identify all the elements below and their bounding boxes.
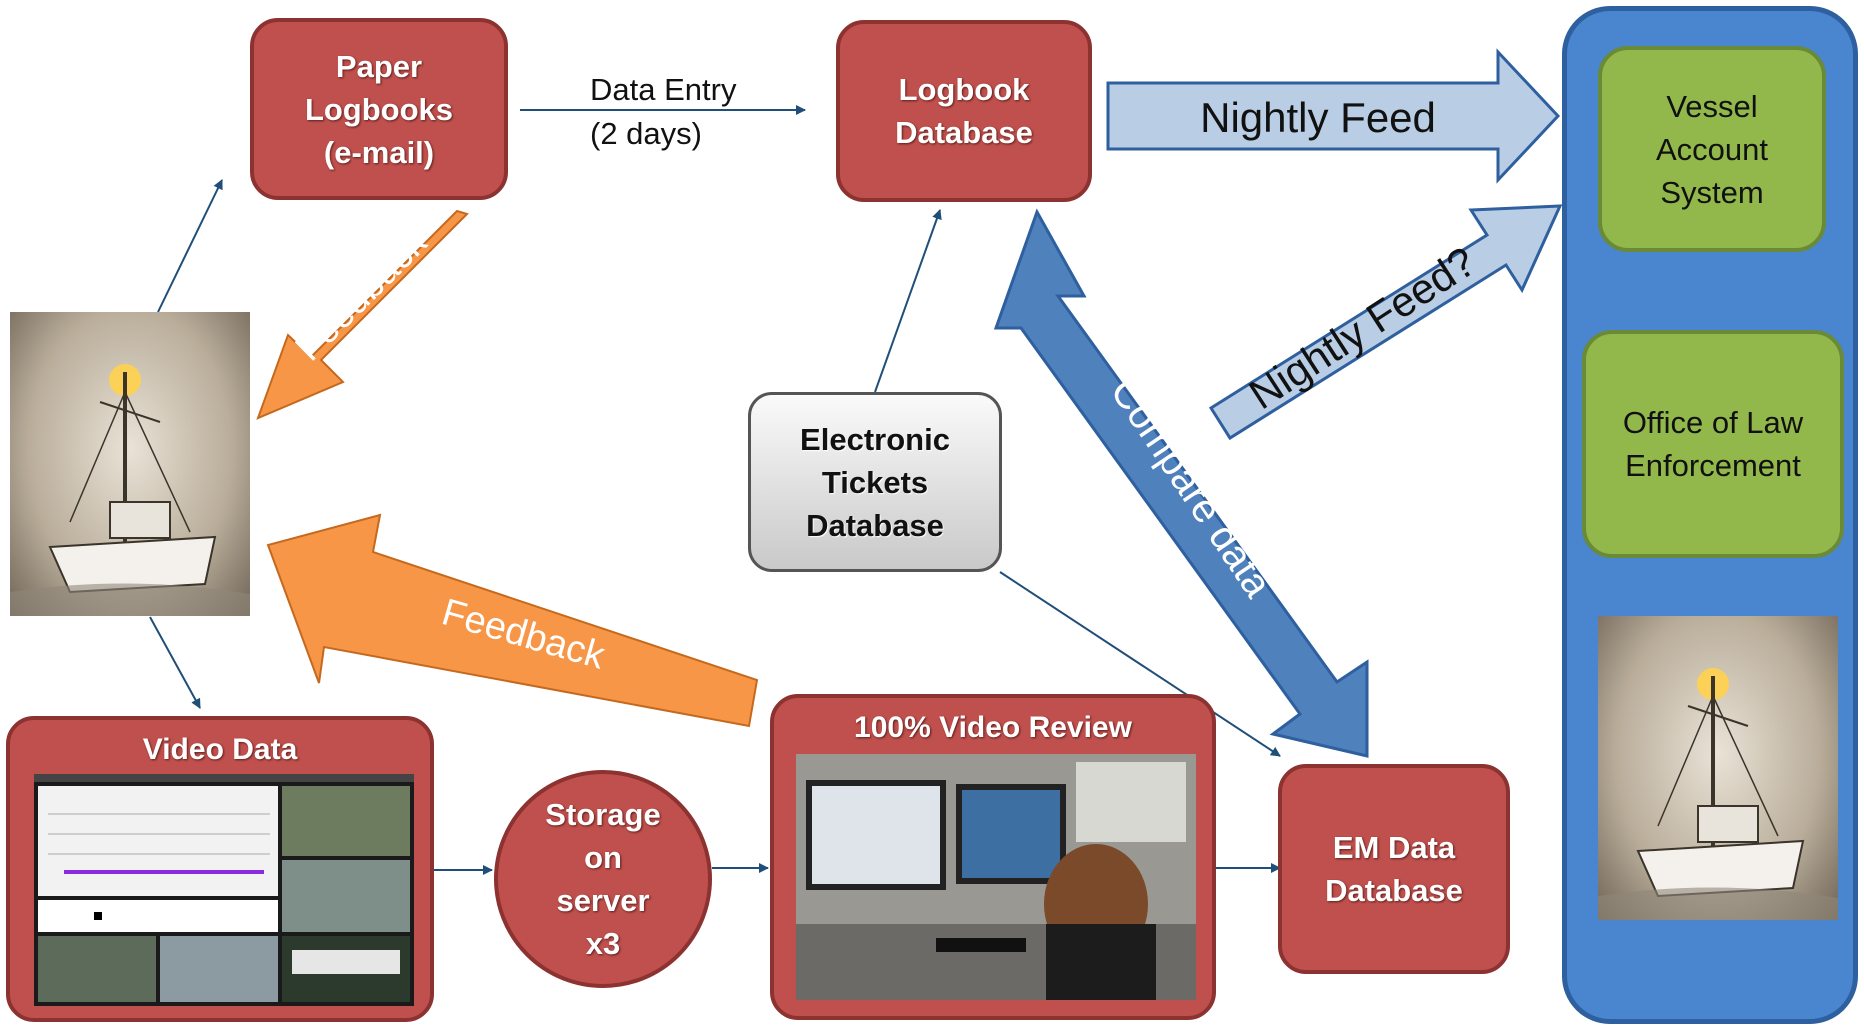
connector-tickets-to-logbook [874, 209, 942, 393]
video-data-title: Video Data [142, 733, 298, 766]
em-data-database-box: EM Data Database [1278, 764, 1510, 974]
paper-logbooks-box: Paper Logbooks (e-mail) [250, 18, 508, 200]
boat-photo [10, 312, 250, 616]
compare-data-arrow [993, 208, 1369, 758]
connector-tickets-to-em [999, 571, 1281, 757]
connector-boat-to-video [149, 616, 201, 709]
feedback-top-label: Feedback [288, 221, 436, 369]
nightly-feed-arrow [1106, 48, 1561, 184]
boat-photo-panel [1598, 616, 1838, 920]
nightly-feed-label: Nightly Feed [1200, 94, 1436, 141]
law-enforcement-box: Office of Law Enforcement [1582, 330, 1844, 558]
video-reviewer-photo [796, 754, 1196, 1000]
video-review-frame: 100% Video Review [770, 694, 1216, 1020]
video-review-title: 100% Video Review [854, 711, 1132, 744]
storage-server-box: Storage on server x3 [494, 770, 712, 988]
vessel-account-system-box: Vessel Account System [1598, 46, 1826, 252]
feedback-bottom-arrow [266, 513, 759, 728]
connector-boat-to-paper [157, 179, 223, 313]
feedback-top-arrow [256, 209, 469, 420]
data-entry-label: Data Entry (2 days) [590, 72, 737, 151]
nightly-feed-question-label: Nightly Feed? [1241, 238, 1484, 419]
electronic-tickets-database-box: Electronic Tickets Database [748, 392, 1002, 572]
nightly-feed-question-arrow [1208, 204, 1563, 441]
video-data-frame: Video Data [6, 716, 434, 1022]
logbook-database-box: Logbook Database [836, 20, 1092, 202]
video-software-screenshot [34, 774, 414, 1006]
